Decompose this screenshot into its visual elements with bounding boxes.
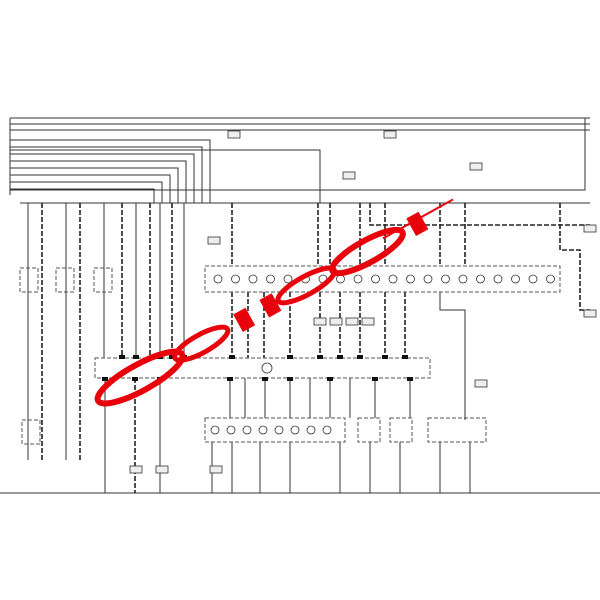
lamp-icon (231, 274, 240, 284)
lamp-icon (266, 274, 275, 284)
pin (327, 377, 333, 381)
top-bus-lines (0, 117, 600, 494)
lamp-icon (213, 274, 223, 284)
feed-line (10, 149, 321, 203)
lamp-icon (283, 274, 293, 284)
feed-line (10, 167, 179, 203)
terminal-tag (227, 130, 241, 139)
wire (369, 203, 590, 226)
terminal-tag (583, 224, 597, 233)
pin (337, 355, 343, 359)
feed-line (10, 188, 155, 203)
terminal-tag (207, 236, 221, 245)
feed-line (10, 146, 203, 203)
terminal-tag (345, 317, 359, 326)
watermark (94, 198, 454, 407)
lamp-icon (336, 274, 345, 284)
left-components (19, 267, 113, 445)
pin (402, 355, 408, 359)
pin (407, 377, 413, 381)
terminal-tag (342, 171, 356, 180)
terminal-tag (583, 309, 597, 318)
lamp-icon (371, 274, 380, 284)
pin (382, 355, 388, 359)
lamp-icon (423, 274, 433, 284)
lamp-icon (511, 274, 520, 284)
lamp-icon (441, 274, 450, 284)
lower-module (204, 417, 487, 443)
terminal-tag (313, 317, 327, 326)
feed-line (10, 181, 163, 203)
upper-module (204, 265, 561, 293)
wire (559, 203, 590, 311)
lamp-icon (546, 274, 555, 284)
feed-line (10, 139, 211, 203)
lamp-icon (210, 425, 220, 435)
terminal-tag (469, 162, 483, 171)
lamp-icon (306, 425, 316, 435)
pin (119, 355, 125, 359)
pin (133, 355, 139, 359)
pin (357, 355, 363, 359)
feed-line (10, 153, 195, 203)
terminal-tag (155, 465, 169, 474)
terminal-tag (329, 317, 343, 326)
lamp-icon (493, 274, 503, 284)
pin (102, 377, 108, 381)
lamp-icon (458, 274, 468, 284)
lamp-icon (274, 425, 284, 435)
wire (439, 292, 466, 420)
pin (132, 377, 138, 381)
pin (372, 377, 378, 381)
terminal-tag (129, 465, 143, 474)
wires (27, 203, 590, 493)
pin (287, 355, 293, 359)
terminal-tag (383, 130, 397, 139)
lamp-icon (290, 425, 300, 435)
pin (227, 377, 233, 381)
lamp-icon (322, 425, 332, 435)
terminal-tag (361, 317, 375, 326)
terminal-tag (209, 465, 223, 474)
lamp-icon (258, 425, 268, 435)
lamp-icon (242, 425, 252, 435)
lamp-icon (528, 274, 538, 284)
pin (169, 355, 175, 359)
lamp-icon (476, 274, 485, 284)
lamp-icon (248, 274, 258, 284)
pin (229, 355, 235, 359)
feed-line (10, 174, 171, 203)
lamp-icon (353, 274, 363, 284)
terminal-tags (129, 130, 597, 474)
lamp-icon (226, 425, 236, 435)
terminal-tag (474, 379, 488, 388)
lamp-icon (388, 274, 398, 284)
feed-line (10, 118, 586, 191)
lamp-icon (406, 274, 415, 284)
feed-line (10, 160, 187, 203)
pin (317, 355, 323, 359)
pin (262, 377, 268, 381)
pin (287, 377, 293, 381)
